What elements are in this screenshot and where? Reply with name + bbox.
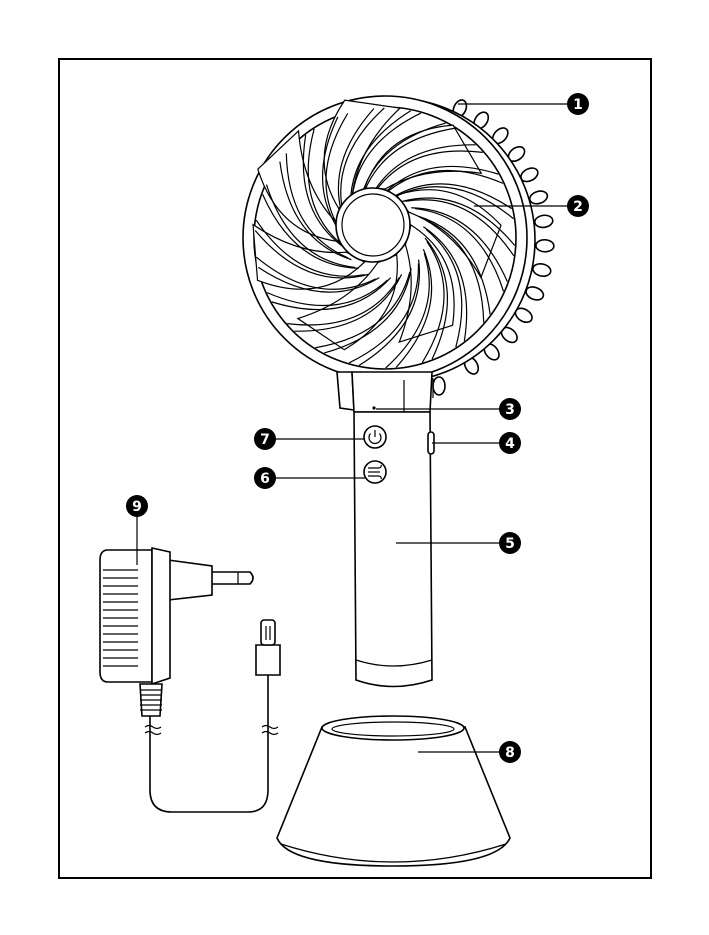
svg-text:2: 2 [573, 199, 583, 215]
svg-text:9: 9 [132, 499, 142, 515]
usb-connector [261, 620, 275, 645]
svg-text:1: 1 [573, 97, 583, 113]
cable [150, 675, 268, 812]
svg-text:3: 3 [505, 402, 515, 418]
stand [277, 716, 510, 866]
speed-button[interactable] [364, 461, 386, 483]
power-adapter [100, 548, 280, 812]
fan-hub [336, 188, 410, 262]
callout-9: 9 [126, 495, 148, 517]
callout-2: 2 [567, 195, 589, 217]
svg-text:7: 7 [260, 432, 270, 448]
callout-5: 5 [499, 532, 521, 554]
callout-4: 4 [499, 432, 521, 454]
cable-break-icon [145, 726, 278, 735]
indicator-light [372, 406, 375, 409]
callout-3: 3 [499, 398, 521, 420]
callout-1: 1 [567, 93, 589, 115]
callout-8: 8 [499, 741, 521, 763]
handle [354, 406, 434, 686]
neck-joint [337, 372, 445, 412]
fan-head [243, 96, 554, 382]
usb-plug [256, 645, 280, 675]
svg-text:6: 6 [260, 471, 270, 487]
svg-text:8: 8 [505, 745, 515, 761]
callout-7: 7 [254, 428, 276, 450]
svg-text:4: 4 [505, 436, 515, 452]
power-button[interactable] [364, 426, 386, 448]
callout-6: 6 [254, 467, 276, 489]
svg-text:5: 5 [505, 536, 515, 552]
